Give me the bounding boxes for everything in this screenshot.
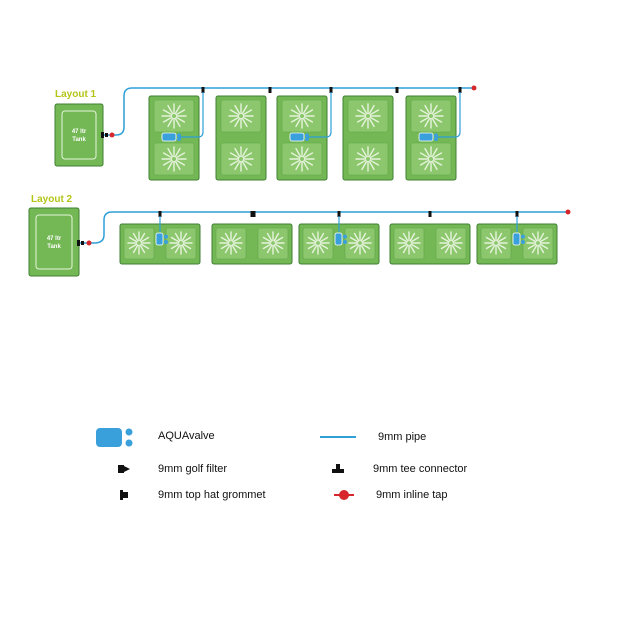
plant-pot-icon [261,231,285,255]
tray-unit [276,95,328,181]
plant-pot-icon [526,231,550,255]
plant-pot-icon [439,231,463,255]
plant-pot-icon [127,231,151,255]
main-pipe [79,211,566,244]
aquavalve-icon [155,232,168,246]
layout2-title: Layout 2 [31,194,73,205]
plant-pot-icon [289,146,315,172]
legend-tap-label: 9mm inline tap [376,489,448,501]
inline-tap-icon [109,132,115,138]
inline-tap-icon [334,490,354,500]
main-pipe [103,87,472,136]
branch-pipe [308,92,332,138]
plant-pot-icon [289,103,315,129]
inline-tap-icon [471,85,477,91]
top-hat-grommet-icon [120,490,128,500]
tee-connector-icon [250,211,254,217]
tray-unit [148,95,200,181]
tee-connector-icon [515,211,519,217]
plant-pot-icon [161,146,187,172]
tee-connector-icon [458,87,462,93]
tray-unit [342,95,394,181]
aquavalve-icon [512,232,525,246]
tank-label: Tank [47,244,61,250]
tray-unit [389,223,471,265]
tray-unit [215,95,267,181]
legend-tee-label: 9mm tee connector [373,463,468,475]
plant-pot-icon [418,103,444,129]
legend-grommet-label: 9mm top hat grommet [158,489,266,501]
tank-label: Tank [72,137,86,143]
golf-filter-icon [118,465,130,473]
tray-unit [211,223,293,265]
plant-pot-icon [355,103,381,129]
tee-connector-icon [158,211,162,217]
tee-connector-icon [428,211,432,217]
golf-filter-icon [77,240,84,246]
tray-unit [298,223,380,265]
aquavalve-icon [418,132,438,142]
plant-pot-icon [169,231,193,255]
plant-pot-icon [161,103,187,129]
aquavalve-icon [334,232,347,246]
aquavalve-icon [161,132,181,142]
plant-pot-icon [228,146,254,172]
legend-pipe-label: 9mm pipe [378,431,427,443]
plant-pot-icon [355,146,381,172]
tank-label: 47 ltr [47,236,62,242]
branch-pipe [180,92,204,138]
plant-pot-icon [397,231,421,255]
plant-pot-icon [219,231,243,255]
tray-unit [405,95,457,181]
plant-pot-icon [418,146,444,172]
tee-connector-icon [329,87,333,93]
plant-pot-icon [484,231,508,255]
branch-pipe [437,92,461,138]
plant-pot-icon [306,231,330,255]
plant-pot-icon [348,231,372,255]
legend-aquavalve-label: AQUAvalve [158,430,215,442]
tee-connector-icon [395,87,399,93]
tray-unit [476,223,558,265]
legend-golf-filter-label: 9mm golf filter [158,463,228,475]
tee-connector-icon [337,211,341,217]
inline-tap-icon [565,209,571,215]
tee-connector-icon [332,464,344,473]
plant-pot-icon [228,103,254,129]
inline-tap-icon [86,240,92,246]
tee-connector-icon [201,87,205,93]
tee-connector-icon [252,211,256,217]
tee-connector-icon [268,87,272,93]
layout1-title: Layout 1 [55,89,97,100]
tank-label: 47 ltr [72,129,87,135]
golf-filter-icon [101,132,108,138]
aquavalve-icon [96,428,133,447]
aquavalve-icon [289,132,309,142]
